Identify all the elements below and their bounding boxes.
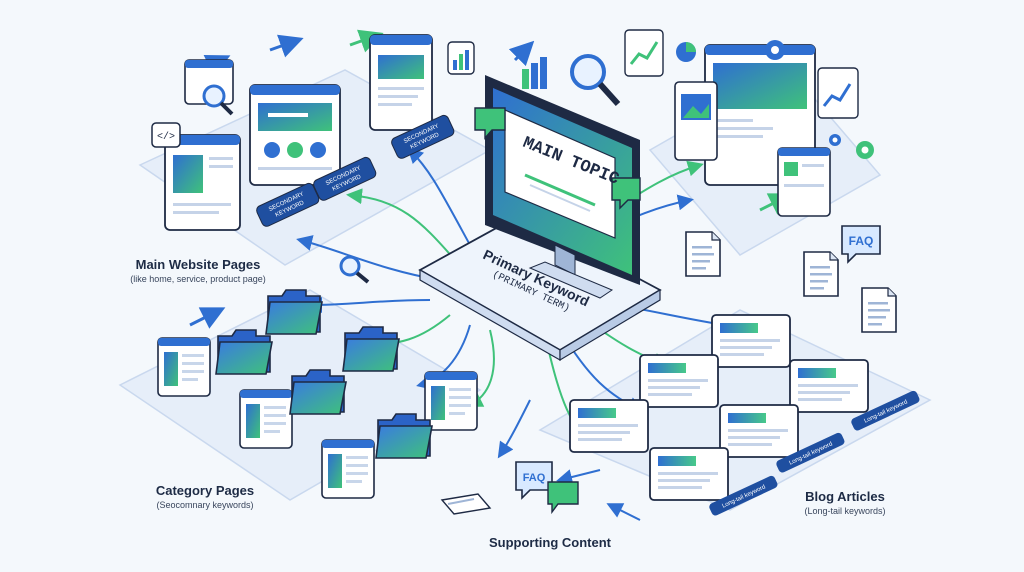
document-icon-3	[861, 287, 897, 333]
category-pages	[157, 255, 478, 499]
gear-icon-tiny	[829, 134, 841, 146]
gear-icon	[765, 40, 785, 60]
supporting-content-title: Supporting Content	[488, 535, 612, 550]
svg-text:FAQ: FAQ	[849, 234, 874, 248]
blog-card-4	[569, 399, 649, 453]
faq-bubble-bottom: FAQ	[515, 461, 553, 500]
website-page-home	[249, 84, 341, 186]
trend-icon	[817, 67, 859, 119]
code-icon: </>	[151, 122, 181, 148]
blog-articles-label: Blog Articles (Long-tail keywords)	[780, 489, 910, 516]
main-pages-title: Main Website Pages	[135, 257, 261, 272]
secondary-keyword-tag-3: SECONDARY KEYWORD	[391, 114, 455, 159]
folder-icon-4	[289, 369, 347, 415]
faq-bubble-top: FAQ	[841, 225, 881, 264]
supporting-content-label: Supporting Content	[470, 535, 630, 550]
folder-icon-2	[215, 329, 273, 375]
blog-articles-subtitle: (Long-tail keywords)	[804, 506, 886, 516]
svg-text:</>: </>	[157, 131, 175, 143]
blog-card-5	[719, 404, 799, 458]
folder-icon-5	[375, 413, 433, 459]
category-doc-4	[424, 371, 478, 431]
bar-chart-icon	[447, 41, 475, 75]
blog-card-3	[789, 359, 869, 413]
folder-icon	[265, 289, 323, 335]
category-pages-label: Category Pages (Seocomnary keywords)	[130, 483, 280, 510]
category-doc-2	[239, 389, 293, 449]
category-pages-subtitle: (Seocomnary keywords)	[156, 500, 254, 510]
magnifier-icon-large	[570, 54, 621, 107]
monitor	[485, 75, 640, 299]
document-stack-icon	[440, 493, 492, 515]
website-page-left	[164, 134, 241, 231]
web-page-image	[674, 81, 718, 161]
blog-card-2	[639, 354, 719, 408]
blog-articles-title: Blog Articles	[805, 489, 885, 504]
main-pages-label: Main Website Pages (like home, service, …	[118, 257, 278, 284]
category-doc-1	[157, 337, 211, 397]
magnifier-icon-small	[339, 255, 370, 284]
main-website-pages: </> SECONDARY KEYWORD SECONDARY KEYWORD …	[151, 34, 455, 231]
web-page-mobile	[777, 147, 831, 217]
chat-bubble-green	[547, 481, 579, 515]
line-chart-icon	[624, 29, 664, 77]
blog-card-6	[649, 447, 729, 501]
gear-icon-small	[856, 141, 874, 159]
website-page-service	[369, 34, 433, 131]
pie-chart-icon	[676, 42, 696, 62]
category-doc-3	[321, 439, 375, 499]
folder-icon-3	[342, 326, 400, 372]
document-icon	[685, 231, 721, 277]
right-top-pages	[447, 29, 874, 217]
growth-bars-icon	[522, 57, 547, 89]
chat-bubble-icon	[474, 107, 641, 210]
document-icon-2	[803, 251, 839, 297]
category-pages-title: Category Pages	[155, 483, 255, 498]
magnifier-icon	[202, 84, 234, 116]
supporting-content-icons: FAQ	[440, 461, 579, 515]
main-pages-subtitle: (like home, service, product page)	[130, 274, 266, 284]
blog-card-1	[711, 314, 791, 368]
center-hub	[418, 75, 662, 362]
svg-text:FAQ: FAQ	[523, 472, 546, 484]
